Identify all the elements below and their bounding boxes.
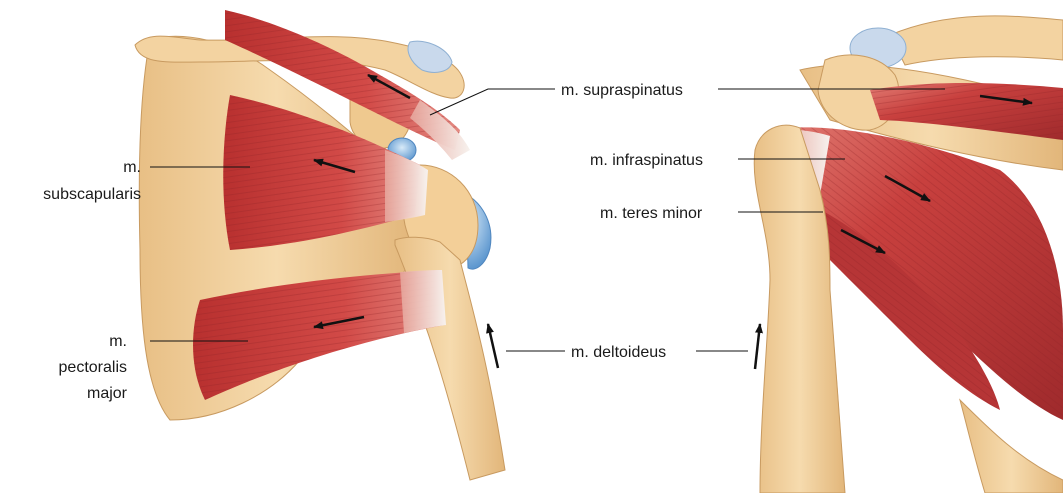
label-infraspinatus: m. infraspinatus [590, 152, 703, 169]
arrow-deltoideus-posterior [755, 324, 760, 369]
arrow-deltoideus-anterior [488, 324, 498, 368]
label-pectoralis-line2: pectoralis [59, 359, 127, 376]
anterior-view [135, 10, 505, 480]
label-pectoralis-line1: m. [109, 333, 127, 350]
label-pectoralis-line3: major [87, 385, 128, 402]
scapula-lateral-border [960, 400, 1063, 493]
label-subscapularis-line2: subscapularis [43, 186, 141, 203]
label-subscapularis-line1: m. [123, 159, 141, 176]
posterior-view [754, 16, 1063, 493]
label-supraspinatus: m. supraspinatus [561, 82, 683, 99]
label-teres-minor: m. teres minor [600, 205, 703, 222]
clavicle-posterior [890, 16, 1063, 65]
label-deltoideus: m. deltoideus [571, 344, 666, 361]
